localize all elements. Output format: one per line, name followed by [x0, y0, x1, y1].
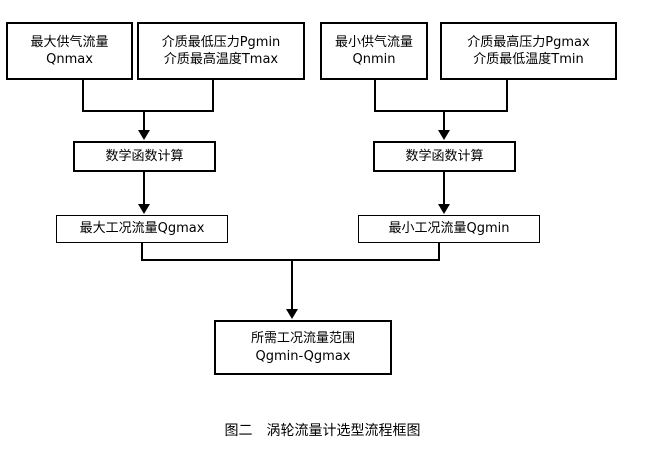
node-math-calc-right: 数学函数计算 [373, 141, 516, 172]
node-required-flow-range: 所需工况流量范围 Qgmin-Qgmax [214, 320, 392, 375]
node-max-supply-flow-line1: 最大供气流量 [30, 34, 109, 50]
connector-math-calc-left-down [143, 172, 145, 205]
connector-max-pressure-min-temp-down [506, 80, 508, 112]
connector-right-merge-bar [374, 110, 508, 112]
connector-min-pressure-max-temp-down [212, 80, 214, 112]
node-max-pressure-min-temp-line2: 介质最低温度Tmin [473, 52, 584, 67]
node-required-flow-range-line1: 所需工况流量范围 [250, 331, 355, 347]
figure-caption: 图二 涡轮流量计选型流程框图 [224, 423, 421, 439]
connector-max-working-flow-down [141, 243, 143, 261]
connector-min-working-flow-down [438, 243, 440, 261]
node-min-supply-flow-line2: Qnmin [352, 52, 396, 67]
node-math-calc-right-line1: 数学函数计算 [405, 148, 484, 164]
node-min-working-flow: 最小工况流量Qgmin [358, 215, 540, 243]
arrowhead-max-working-flow [138, 204, 150, 214]
node-math-calc-left-line1: 数学函数计算 [105, 148, 184, 164]
connector-bottom-merge-bar [141, 259, 440, 261]
connector-bottom-merge-down [291, 259, 293, 311]
node-min-working-flow-line1: 最小工况流量Qgmin [388, 221, 510, 237]
connector-math-calc-right-down [443, 172, 445, 205]
node-max-working-flow: 最大工况流量Qgmax [56, 215, 228, 243]
node-min-pressure-max-temp: 介质最低压力Pgmin 介质最高温度Tmax [137, 22, 305, 80]
connector-max-supply-flow-down [82, 80, 84, 112]
arrowhead-math-calc-right [438, 130, 450, 140]
node-max-supply-flow: 最大供气流量 Qnmax [6, 22, 133, 80]
arrowhead-required-flow-range [286, 309, 298, 319]
connector-left-merge-bar [82, 110, 214, 112]
node-min-pressure-max-temp-line1: 介质最低压力Pgmin [161, 34, 281, 50]
node-min-supply-flow: 最小供气流量 Qnmin [320, 22, 428, 80]
connector-right-merge-down [443, 110, 445, 131]
node-max-supply-flow-line2: Qnmax [46, 52, 93, 67]
node-min-pressure-max-temp-line2: 介质最高温度Tmax [163, 52, 279, 67]
connector-min-supply-flow-down [374, 80, 376, 112]
arrowhead-min-working-flow [438, 204, 450, 214]
node-max-pressure-min-temp-line1: 介质最高压力Pgmax [467, 34, 590, 50]
node-max-working-flow-line1: 最大工况流量Qgmax [79, 221, 205, 237]
connector-left-merge-down [143, 110, 145, 131]
node-math-calc-left: 数学函数计算 [73, 141, 216, 172]
node-min-supply-flow-line1: 最小供气流量 [334, 34, 413, 50]
node-max-pressure-min-temp: 介质最高压力Pgmax 介质最低温度Tmin [440, 22, 617, 80]
arrowhead-math-calc-left [138, 130, 150, 140]
node-required-flow-range-line2: Qgmin-Qgmax [255, 348, 351, 364]
